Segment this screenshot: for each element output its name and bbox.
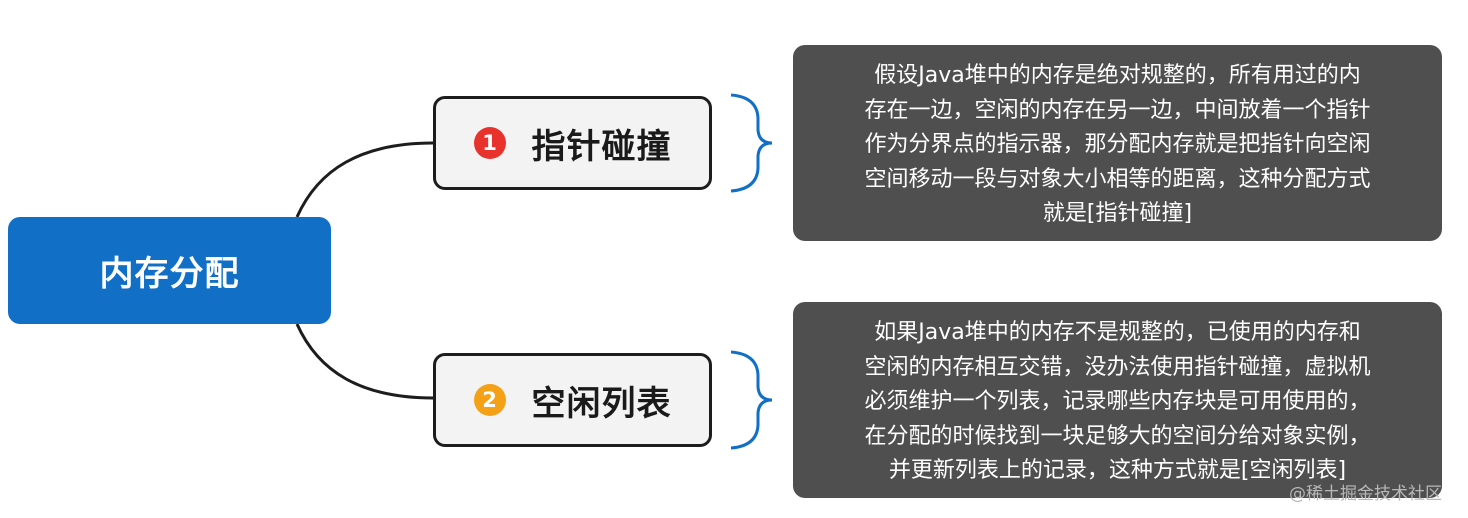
note-line: 作为分界点的指示器，那分配内存就是把指针向空闲: [864, 132, 1371, 157]
watermark: @稀土掘金技术社区: [1289, 484, 1442, 504]
note-line: 在分配的时候找到一块足够大的空间分给对象实例，: [864, 423, 1371, 449]
note-line: 必须维护一个列表，记录哪些内存块是可用使用的，: [864, 389, 1371, 414]
note-line: 并更新列表上的记录，这种方式就是[空闲列表]: [888, 458, 1347, 483]
bracket-branch-1: [730, 93, 773, 193]
root-node-label: 内存分配: [99, 254, 240, 294]
branch-node-pointer-bump[interactable]: 1 指针碰撞: [433, 96, 712, 190]
branch-node-free-list[interactable]: 2 空闲列表: [433, 353, 712, 447]
note-line: 空间移动一段与对象大小相等的距离，这种分配方式: [864, 166, 1371, 192]
description-note-pointer-bump[interactable]: 假设Java堆中的内存是绝对规整的，所有用过的内 存在一边，空闲的内存在另一边，…: [793, 45, 1442, 241]
note-line: 存在一边，空闲的内存在另一边，中间放着一个指针: [864, 97, 1371, 123]
note-line: 如果Java堆中的内存不是规整的，已使用的内存和: [874, 320, 1361, 345]
branch-label: 指针碰撞: [531, 126, 672, 167]
connector-root-to-branch-1: [295, 141, 434, 218]
number-2-badge-icon: 2: [473, 384, 506, 416]
note-line: 就是[指针碰撞]: [1042, 201, 1193, 226]
description-note-free-list[interactable]: 如果Java堆中的内存不是规整的，已使用的内存和 空闲的内存相互交错，没办法使用…: [793, 302, 1442, 498]
root-node-memory-allocation[interactable]: 内存分配: [8, 217, 331, 324]
note-line: 空闲的内存相互交错，没办法使用指针碰撞，虚拟机: [864, 354, 1371, 380]
number-1-badge-icon: 1: [473, 127, 506, 159]
connector-root-to-branch-2: [295, 323, 434, 400]
bracket-branch-2: [730, 350, 773, 450]
note-line: 假设Java堆中的内存是绝对规整的，所有用过的内: [874, 63, 1361, 88]
branch-label: 空闲列表: [531, 383, 672, 424]
